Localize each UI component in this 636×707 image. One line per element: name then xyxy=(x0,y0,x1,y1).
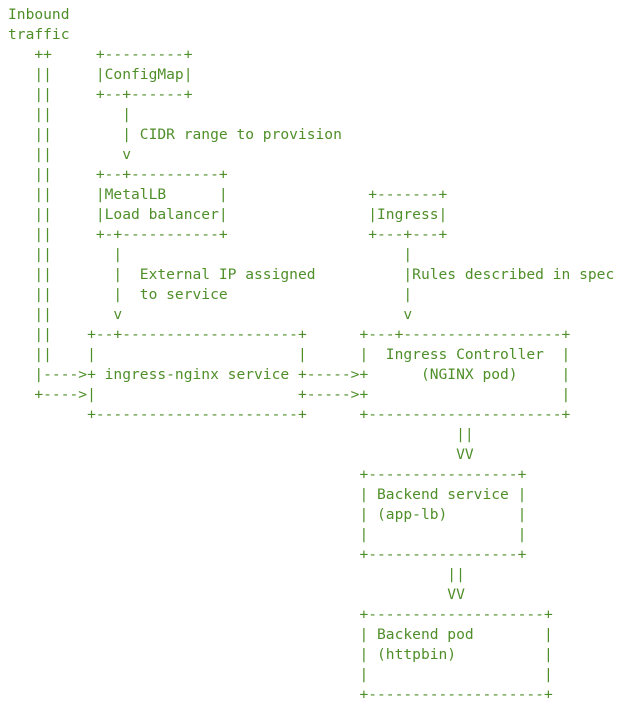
title-inbound-line: Inbound xyxy=(8,6,70,23)
httpbin-label: | (httpbin) | xyxy=(8,646,553,663)
service-and-controller-top: || +--+--------------------+ +---+------… xyxy=(8,326,571,343)
backend-service-box-bottom: +-----------------+ xyxy=(8,546,527,563)
external-ip-and-rules-label: || | External IP assigned |Rules describ… xyxy=(8,266,615,283)
configmap-box-label: || |ConfigMap| xyxy=(8,66,193,83)
metallb-box-top: || +--+----------+ xyxy=(8,166,228,183)
service-to-pod-connector: || xyxy=(8,566,465,583)
backend-pod-empty-row: | | xyxy=(8,666,553,683)
configmap-box-top: ++ +---------+ xyxy=(8,46,193,63)
configmap-box-bottom: || +--+------+ xyxy=(8,86,193,103)
service-to-pod-arrow: VV xyxy=(8,586,465,603)
lower-arrow-heads: || v v xyxy=(8,306,413,323)
app-lb-label: | (app-lb) | xyxy=(8,506,527,523)
backend-pod-label: | Backend pod | xyxy=(8,626,553,643)
ascii-architecture-diagram: Inbound traffic ++ +---------+ || |Config… xyxy=(8,5,614,705)
backend-service-box-top: +-----------------+ xyxy=(8,466,527,483)
lower-connectors: || | | xyxy=(8,246,413,263)
metallb-and-ingress-bottom: || +-+-----------+ +---+---+ xyxy=(8,226,448,243)
backend-service-empty-row: | | xyxy=(8,526,527,543)
configmap-connector: || | xyxy=(8,106,132,123)
backend-service-label: | Backend service | xyxy=(8,486,527,503)
cidr-range-label-line: || | CIDR range to provision xyxy=(8,126,342,143)
second-traffic-flow: +---->| +----->+ | xyxy=(8,386,571,403)
ingress-controller-label: || | | | Ingress Controller | xyxy=(8,346,571,363)
backend-pod-box-top: +--------------------+ xyxy=(8,606,553,623)
metallb-and-ingress-top: || |MetalLB | +-------+ xyxy=(8,186,448,203)
service-and-controller-bottom: +-----------------------+ +-------------… xyxy=(8,406,571,423)
backend-pod-box-bottom: +--------------------+ xyxy=(8,686,553,703)
ingress-nginx-service-flow: |---->+ ingress-nginx service +----->+ (… xyxy=(8,366,571,383)
to-service-label: || | to service | xyxy=(8,286,413,303)
controller-to-backend-arrow: VV xyxy=(8,446,474,463)
load-balancer-and-ingress-label: || |Load balancer| |Ingress| xyxy=(8,206,448,223)
configmap-arrow-head: || v xyxy=(8,146,132,163)
title-traffic-line: traffic xyxy=(8,26,70,43)
controller-to-backend-connector: || xyxy=(8,426,474,443)
